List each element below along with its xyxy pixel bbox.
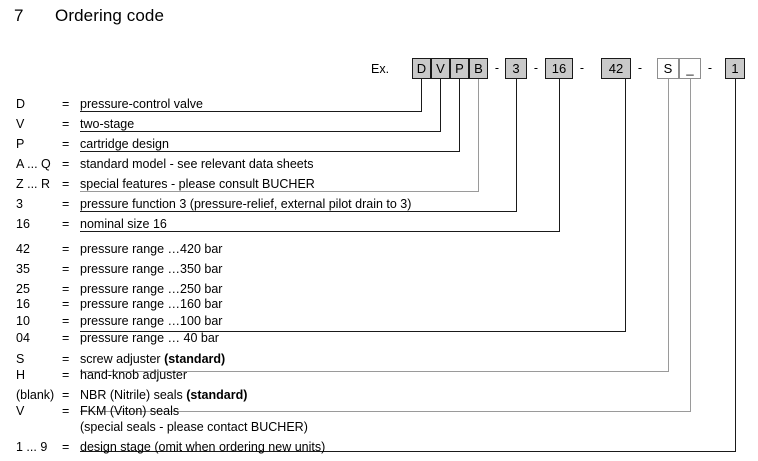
leader-vline-seals xyxy=(690,79,691,411)
leader-vline-v xyxy=(440,79,441,131)
legend-desc-14: hand-knob adjuster xyxy=(80,368,188,382)
leader-hline-d xyxy=(80,111,422,112)
legend-code-9: 25 xyxy=(16,282,30,296)
legend-equals-13: = xyxy=(62,352,70,366)
legend-equals-18: = xyxy=(62,440,70,454)
legend-code-3: A ... Q xyxy=(16,157,51,171)
legend-desc-15: NBR (Nitrile) seals (standard) xyxy=(80,388,247,402)
leader-hline-design-stage xyxy=(80,451,736,452)
section-number: 7 xyxy=(14,6,24,25)
legend-equals-16: = xyxy=(62,404,70,418)
code-cell-nominal-size[interactable]: 16 xyxy=(545,58,573,79)
leader-hline-pressure-function xyxy=(80,211,517,212)
legend-equals-6: = xyxy=(62,217,70,231)
legend-code-15: (blank) xyxy=(16,388,55,402)
code-cell-pressure-function[interactable]: 3 xyxy=(505,58,527,79)
legend-code-1: V xyxy=(16,117,25,131)
leader-hline-nominal-size xyxy=(80,231,560,232)
legend-equals-2: = xyxy=(62,137,70,151)
leader-vline-pressure-range xyxy=(625,79,626,331)
legend-equals-0: = xyxy=(62,97,70,111)
legend-desc-9: pressure range …250 bar xyxy=(80,282,223,296)
leader-vline-adjuster xyxy=(668,79,669,371)
code-cell-p[interactable]: P xyxy=(450,58,469,79)
legend-code-16: V xyxy=(16,404,25,418)
legend-equals-1: = xyxy=(62,117,70,131)
legend-desc-15-lead: NBR (Nitrile) seals xyxy=(80,388,187,402)
legend-code-14: H xyxy=(16,368,26,382)
legend-equals-3: = xyxy=(62,157,70,171)
legend-desc-15-bold: (standard) xyxy=(186,388,248,402)
leader-hline-seals xyxy=(80,411,691,412)
legend-desc-2: cartridge design xyxy=(80,137,169,151)
legend-code-11: 10 xyxy=(16,314,30,328)
separator-1: - xyxy=(494,61,500,75)
legend-desc-10: pressure range …160 bar xyxy=(80,297,223,311)
legend-equals-12: = xyxy=(62,331,70,345)
legend-equals-11: = xyxy=(62,314,70,328)
legend-desc-3: standard model - see relevant data sheet… xyxy=(80,157,314,171)
separator-3: - xyxy=(579,61,585,75)
legend-desc-12: pressure range … 40 bar xyxy=(80,331,219,345)
code-cell-adjuster[interactable]: S xyxy=(657,58,679,79)
code-cell-d[interactable]: D xyxy=(412,58,431,79)
code-cell-pressure-range[interactable]: 42 xyxy=(601,58,631,79)
legend-desc-13-lead: screw adjuster xyxy=(80,352,165,366)
legend-desc-18: design stage (omit when ordering new uni… xyxy=(80,440,326,454)
legend-code-12: 04 xyxy=(16,331,30,345)
leader-hline-pressure-range xyxy=(80,331,626,332)
legend-desc-11: pressure range …100 bar xyxy=(80,314,223,328)
example-label: Ex. xyxy=(371,62,390,76)
legend-code-7: 42 xyxy=(16,242,30,256)
legend-equals-7: = xyxy=(62,242,70,256)
leader-vline-pressure-function xyxy=(516,79,517,211)
code-cell-design-stage[interactable]: 1 xyxy=(725,58,745,79)
leader-vline-nominal-size xyxy=(559,79,560,231)
legend-code-6: 16 xyxy=(16,217,30,231)
leader-vline-design-stage xyxy=(735,79,736,451)
leader-hline-model-features xyxy=(80,191,479,192)
legend-desc-17: (special seals - please contact BUCHER) xyxy=(80,420,308,434)
legend-code-18: 1 ... 9 xyxy=(16,440,48,454)
legend-desc-13: screw adjuster (standard) xyxy=(80,352,225,366)
leader-hline-v xyxy=(80,131,441,132)
legend-code-2: P xyxy=(16,137,25,151)
legend-desc-4: special features - please consult BUCHER xyxy=(80,177,315,191)
legend-desc-16: FKM (Viton) seals xyxy=(80,404,180,418)
legend-equals-14: = xyxy=(62,368,70,382)
page-title: 7 Ordering code xyxy=(14,6,164,26)
code-cell-b[interactable]: B xyxy=(469,58,488,79)
separator-4: - xyxy=(637,61,643,75)
legend-equals-10: = xyxy=(62,297,70,311)
legend-code-10: 16 xyxy=(16,297,30,311)
legend-code-8: 35 xyxy=(16,262,30,276)
legend-equals-15: = xyxy=(62,388,70,402)
section-title: Ordering code xyxy=(55,6,165,25)
code-cell-v[interactable]: V xyxy=(431,58,450,79)
legend-equals-5: = xyxy=(62,197,70,211)
legend-desc-13-bold: (standard) xyxy=(164,352,226,366)
legend-code-13: S xyxy=(16,352,25,366)
legend-desc-6: nominal size 16 xyxy=(80,217,167,231)
legend-equals-4: = xyxy=(62,177,70,191)
legend-desc-1: two-stage xyxy=(80,117,135,131)
legend-desc-5: pressure function 3 (pressure-relief, ex… xyxy=(80,197,412,211)
leader-hline-adjuster xyxy=(80,371,669,372)
legend-desc-0: pressure-control valve xyxy=(80,97,203,111)
legend-desc-8: pressure range …350 bar xyxy=(80,262,223,276)
legend-desc-7: pressure range …420 bar xyxy=(80,242,223,256)
legend-equals-8: = xyxy=(62,262,70,276)
separator-5: - xyxy=(707,61,713,75)
leader-hline-p xyxy=(80,151,460,152)
leader-vline-p xyxy=(459,79,460,151)
legend-equals-9: = xyxy=(62,282,70,296)
legend-code-4: Z ... R xyxy=(16,177,51,191)
leader-vline-d xyxy=(421,79,422,111)
legend-code-5: 3 xyxy=(16,197,23,211)
leader-vline-b xyxy=(478,79,479,191)
separator-2: - xyxy=(533,61,539,75)
legend-code-0: D xyxy=(16,97,26,111)
code-cell-seals[interactable]: _ xyxy=(679,58,701,79)
